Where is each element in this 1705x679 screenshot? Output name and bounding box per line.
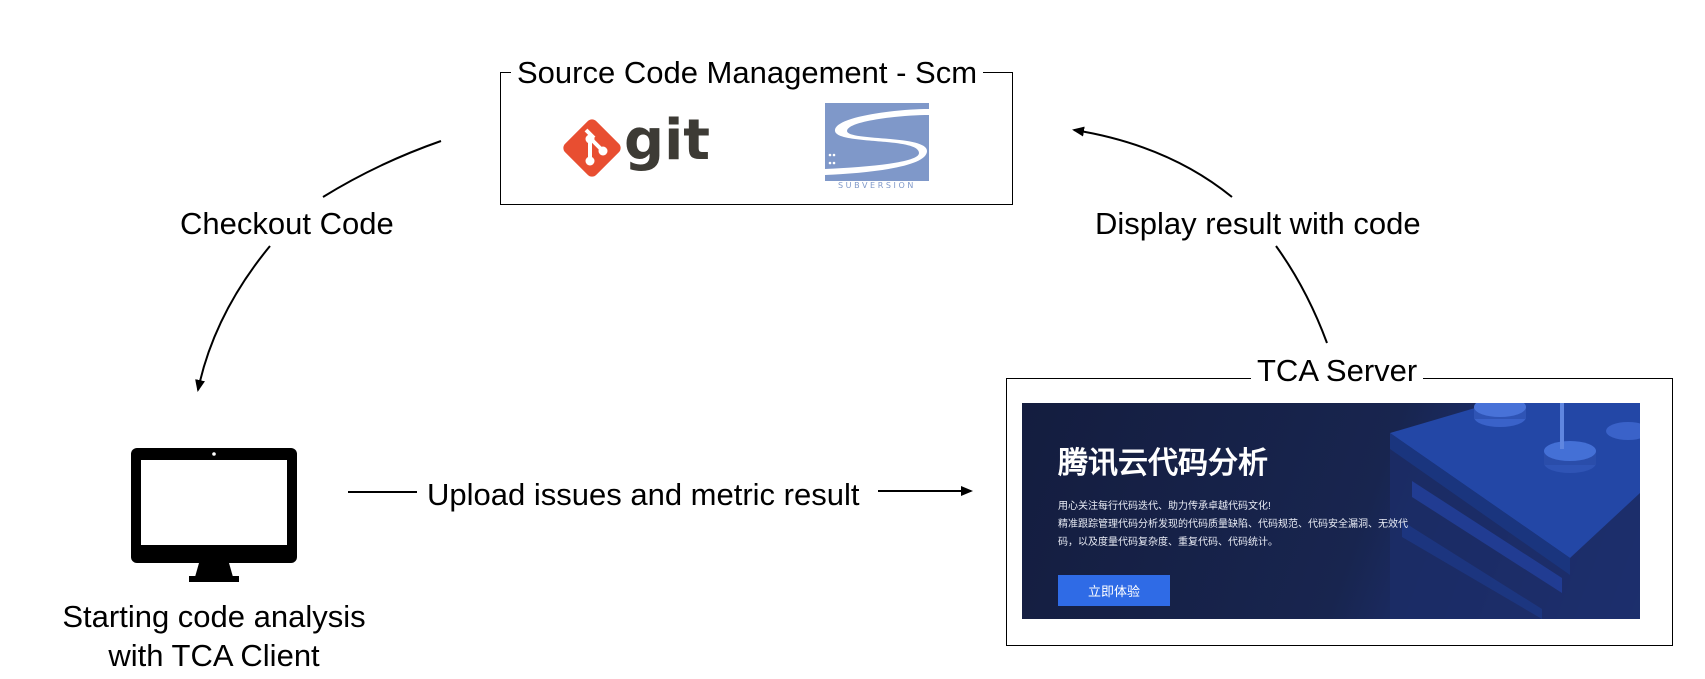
git-logo-text: git <box>624 108 711 173</box>
git-icon <box>563 119 621 177</box>
checkout-arrow-lower <box>195 245 271 392</box>
svn-logo: SUBVERSION <box>825 103 929 193</box>
cube-illustration <box>1390 403 1640 619</box>
tca-server-title: TCA Server <box>1251 355 1424 386</box>
banner-heading: 腾讯云代码分析 <box>1058 447 1268 480</box>
display-arrow-upper <box>1072 126 1233 198</box>
display-arrow-lower <box>1275 245 1328 344</box>
svn-logo-text: SUBVERSION <box>838 181 916 190</box>
client-label-line2: with TCA Client <box>108 638 320 673</box>
monitor-icon <box>131 448 297 582</box>
try-now-button-label: 立即体验 <box>1087 584 1140 599</box>
display-result-label: Display result with code <box>1095 206 1421 241</box>
try-now-button[interactable]: 立即体验 <box>1058 575 1170 606</box>
banner-text-line3: 码，以及度量代码复杂度、重复代码、代码统计。 <box>1058 537 1278 548</box>
git-logo: git <box>561 113 710 179</box>
client-label-line1: Starting code analysis <box>62 599 366 634</box>
scm-title: Source Code Management - Scm <box>511 57 984 88</box>
checkout-arrow-upper <box>322 140 442 198</box>
banner-text-line1: 用心关注每行代码迭代、助力传承卓越代码文化! <box>1058 501 1271 512</box>
tca-banner: 腾讯云代码分析 用心关注每行代码迭代、助力传承卓越代码文化! 精准跟踪管理代码分… <box>1022 403 1640 619</box>
checkout-code-label: Checkout Code <box>180 206 394 241</box>
banner-text-line2: 精准跟踪管理代码分析发现的代码质量缺陷、代码规范、代码安全漏洞、无效代 <box>1058 519 1408 530</box>
upload-result-label: Upload issues and metric result <box>427 477 860 512</box>
subversion-icon <box>825 103 929 181</box>
